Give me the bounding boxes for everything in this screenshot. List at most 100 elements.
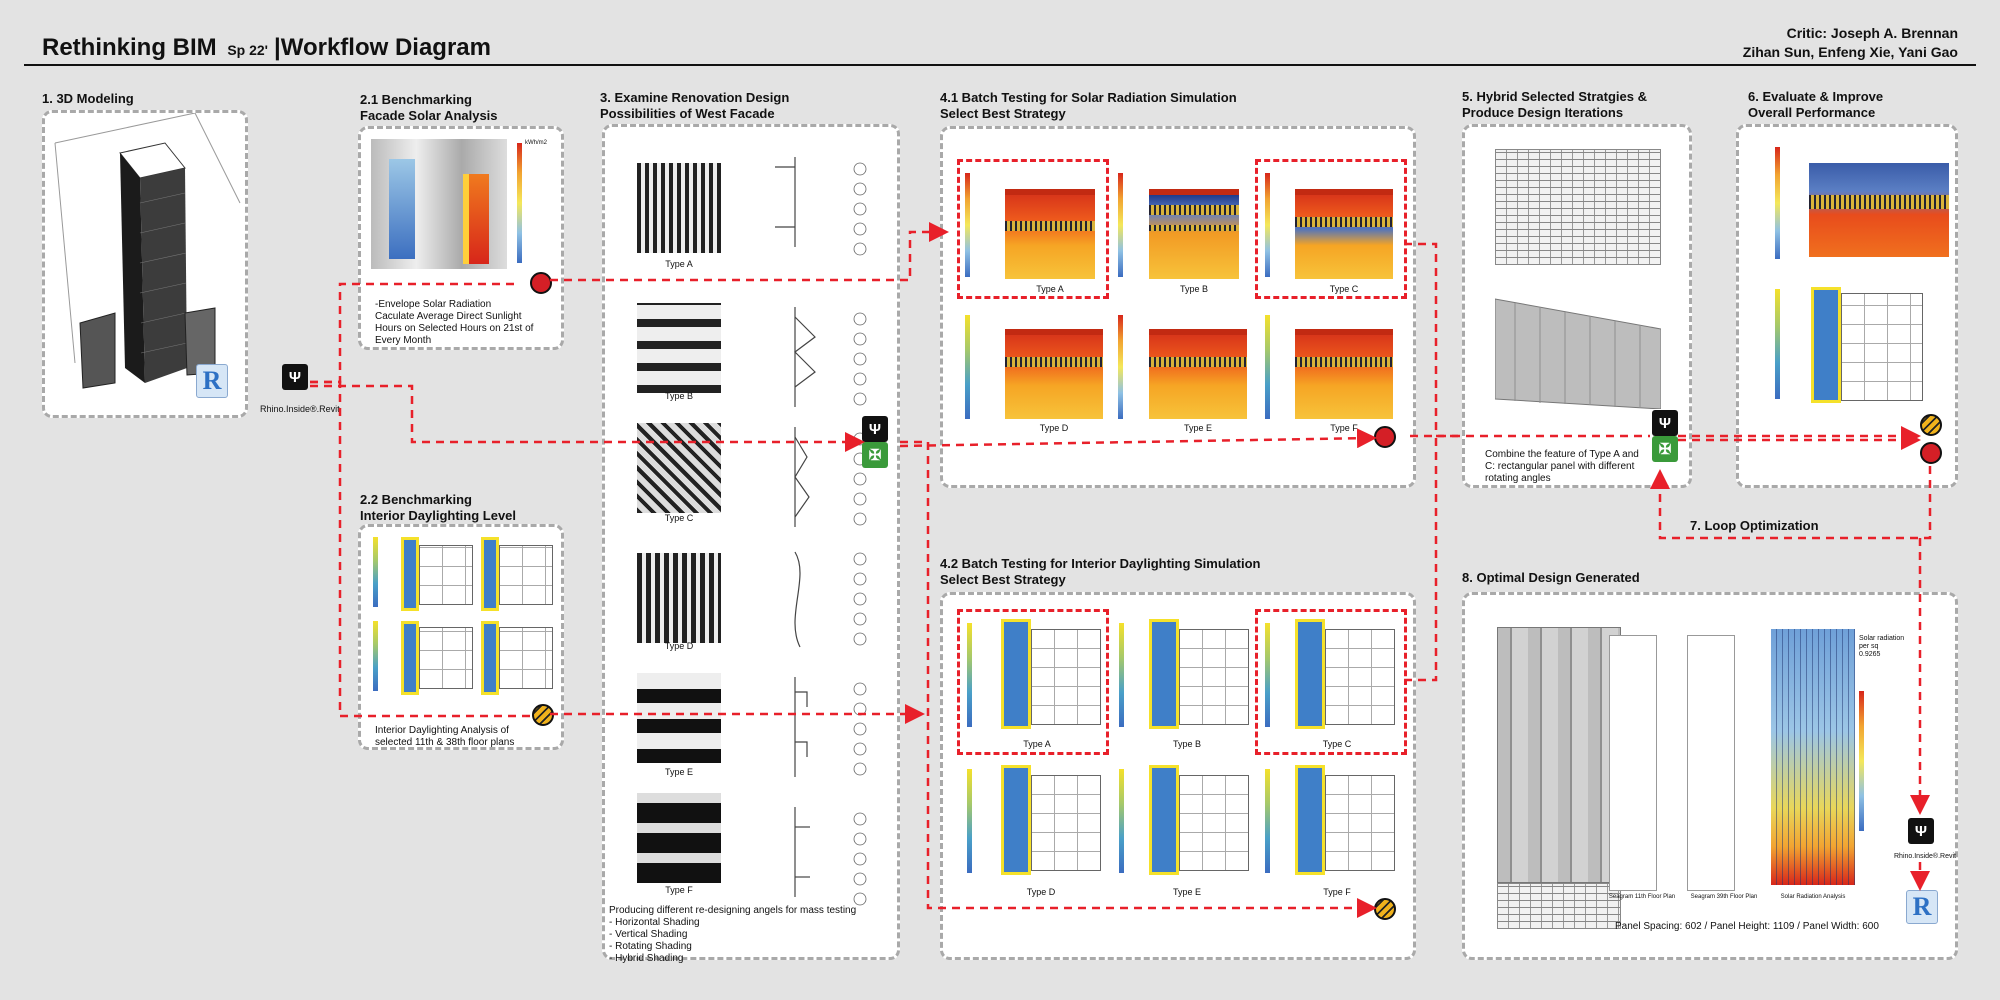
- legend-2: [373, 621, 378, 691]
- combine-caption: Combine the feature of Type A and C: rec…: [1485, 449, 1639, 484]
- plan-db: [1179, 629, 1249, 725]
- daylight-eval: [1811, 287, 1841, 403]
- facade-type-c: [637, 423, 721, 513]
- type-b-label: Type B: [664, 391, 693, 401]
- legend-se: [1118, 315, 1123, 419]
- revit-icon: R: [196, 364, 228, 398]
- type-d-label: Type D: [664, 641, 694, 651]
- rhino-inside-caption-8: Rhino.Inside®.Revit: [1894, 853, 1956, 860]
- solar-analysis-caption: Solar Radiation Analysis: [1780, 894, 1846, 900]
- legend-de: [1119, 769, 1124, 873]
- solar-type-c: [1295, 189, 1393, 279]
- label-hybrid: 5. Hybrid Selected Stratgies & Produce D…: [1462, 89, 1647, 120]
- legend-sb: [1118, 173, 1123, 277]
- solar-type-a: [1005, 189, 1095, 279]
- plan-df: [1325, 775, 1395, 871]
- rotated-panel-render: [1495, 298, 1661, 409]
- plan-3: [419, 627, 473, 689]
- panel-optimal: Solar radiation per sq 0.9265 Seagram 11…: [1462, 592, 1958, 960]
- panel-batch-daylight: Type A Type B Type C Type D Type E Type …: [940, 592, 1416, 960]
- facade-type-f: [637, 793, 721, 883]
- label-optimal-design: 8. Optimal Design Generated: [1462, 570, 1640, 585]
- ladybug-icon-41: [1374, 426, 1396, 448]
- type-e-label: Type E: [664, 767, 693, 777]
- daylight-label-a: Type A: [1023, 739, 1051, 749]
- facade-type-d: [637, 553, 721, 643]
- tower-orange: [463, 174, 489, 264]
- ladybug-icon: [530, 272, 552, 294]
- solar-eval: [1809, 163, 1949, 257]
- honeybee-icon: [532, 704, 554, 726]
- daylight-4: [481, 621, 499, 695]
- daylight-2: [481, 537, 499, 611]
- label-renovation: 3. Examine Renovation Design Possibiliti…: [600, 90, 790, 121]
- page-title: Rethinking BIM Sp 22'|Workflow Diagram: [42, 34, 491, 62]
- panel-facade-solar: kWh/m2 -Envelope Solar Radiation Caculat…: [358, 126, 564, 350]
- legend-6b: [1775, 289, 1780, 399]
- daylight-label-d: Type D: [1026, 887, 1056, 897]
- plan-dd: [1031, 775, 1101, 871]
- legend-dd: [967, 769, 972, 873]
- subtitle-text: |Workflow Diagram: [274, 34, 491, 61]
- daylight-label-c: Type C: [1322, 739, 1352, 749]
- grasshopper-icon-3: ✠: [862, 442, 888, 468]
- daylight-3: [401, 621, 419, 695]
- interior-caption: Interior Daylighting Analysis of selecte…: [375, 725, 515, 748]
- label-loop-optimization: 7. Loop Optimization: [1690, 518, 1819, 533]
- select-box-a: [957, 159, 1109, 299]
- envelope-caption: -Envelope Solar Radiation Caculate Avera…: [375, 299, 534, 346]
- facade-type-a: [637, 163, 721, 253]
- legend-sf: [1265, 315, 1270, 419]
- daylight-type-d: [1001, 765, 1031, 875]
- header-rule: [24, 64, 1976, 66]
- solar-label-c: Type C: [1329, 284, 1359, 294]
- panel-batch-solar: Type A Type B Type C Type D Type E Type …: [940, 126, 1416, 488]
- panel-grid-render: [1495, 149, 1661, 265]
- solar-label-f: Type F: [1330, 423, 1358, 433]
- legend-dc: [1265, 623, 1270, 727]
- optimal-base-render: [1497, 883, 1621, 929]
- facade-render: [371, 139, 507, 269]
- daylight-label-f: Type F: [1323, 887, 1351, 897]
- rhino-icon-3: Ψ: [862, 416, 888, 442]
- plan-11th: [1609, 635, 1657, 891]
- legend-1: [373, 537, 378, 607]
- facade-type-e: [637, 673, 721, 763]
- solar-label-a: Type A: [1036, 284, 1064, 294]
- legend-8: [1859, 691, 1864, 831]
- daylight-type-b: [1149, 619, 1179, 729]
- solar-type-d: [1005, 329, 1103, 419]
- plan-da: [1031, 629, 1101, 725]
- legend-df: [1265, 769, 1270, 873]
- rhino-inside-icon: Ψ: [282, 364, 308, 390]
- plan-39th: [1687, 635, 1735, 891]
- label-batch-solar: 4.1 Batch Testing for Solar Radiation Si…: [940, 90, 1237, 121]
- solar-type-e: [1149, 329, 1247, 419]
- legend-sa: [965, 173, 970, 277]
- tower-blue: [389, 159, 415, 259]
- label-facade-solar: 2.1 Benchmarking Facade Solar Analysis: [360, 92, 498, 123]
- daylight-type-c: [1295, 619, 1325, 729]
- legend-da: [967, 623, 972, 727]
- solar-analysis-render: [1771, 629, 1855, 885]
- solar-label-b: Type B: [1179, 284, 1208, 294]
- unit-label: kWh/m2: [525, 140, 548, 146]
- type-f-label: Type F: [665, 885, 693, 895]
- plan-1: [419, 545, 473, 605]
- label-evaluate: 6. Evaluate & Improve Overall Performanc…: [1748, 89, 1884, 120]
- daylight-1: [401, 537, 419, 611]
- rhino-icon-5: Ψ: [1652, 410, 1678, 436]
- authors-text: Zihan Sun, Enfeng Xie, Yani Gao: [1742, 44, 1958, 60]
- facade-type-b: [637, 303, 721, 393]
- critic-text: Critic: Joseph A. Brennan: [1786, 25, 1958, 41]
- daylight-type-a: [1001, 619, 1031, 729]
- legend-sd: [965, 315, 970, 419]
- panel-renovation: Type A Type B Type C Type D Type E Type …: [602, 124, 900, 964]
- rhino-inside-icon-8: Ψ: [1908, 818, 1934, 844]
- solar-legend: [517, 143, 522, 263]
- panel-spec-caption: Panel Spacing: 602 / Panel Height: 1109 …: [1615, 921, 1879, 932]
- label-batch-daylight: 4.2 Batch Testing for Interior Daylighti…: [940, 556, 1261, 587]
- plan-4: [499, 627, 553, 689]
- term-text: Sp 22': [227, 42, 269, 58]
- type-a-label: Type A: [665, 259, 693, 269]
